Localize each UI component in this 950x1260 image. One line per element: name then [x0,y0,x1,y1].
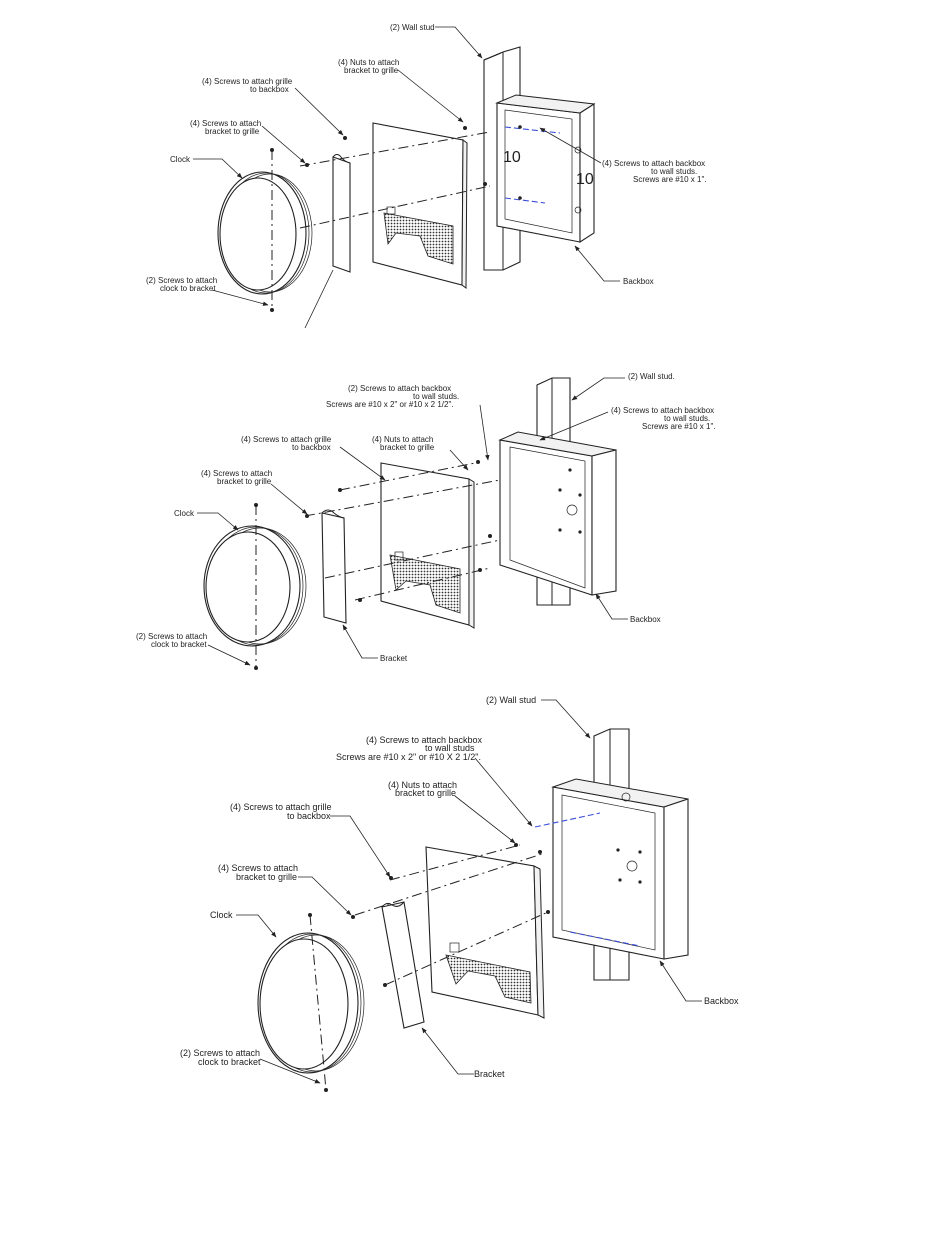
bracket-3 [381,901,425,1029]
label-backbox-2: Backbox [630,615,661,624]
backbox-marking-right: 10 [576,171,594,188]
label-screws-grille-3a: (4) Screws to attach grille [230,802,332,812]
label-screws-bracket-2b: bracket to grille [217,477,272,486]
label-bracket-3: Bracket [474,1069,505,1079]
label-screws-studs4-2c: Screws are #10 x 1". [642,422,716,431]
label-screws-studs-1c: Screws are #10 x 1". [633,175,707,184]
label-nuts-1a: (4) Nuts to attach [338,58,399,67]
label-screws-grille-1a: (4) Screws to attach grille [202,77,293,86]
label-screws-studs2-2a: (2) Screws to attach backbox [348,384,451,393]
label-screws-clock-3a: (2) Screws to attach [180,1048,260,1058]
label-nuts-3b: bracket to grille [395,788,456,798]
label-screws-studs2-2b: to wall studs. [413,392,459,401]
label-clock-3: Clock [210,910,233,920]
label-screws-bracket-3b: bracket to grille [236,872,297,882]
label-screws-studs2-2c: Screws are #10 x 2" or #10 x 2 1/2". [326,400,454,409]
label-clock-1: Clock [170,155,191,164]
grille-plate-3 [425,846,545,1019]
bracket-2 [321,509,347,624]
label-screws-bracket-1a: (4) Screws to attach [190,119,261,128]
label-screws-studs-3a: (4) Screws to attach backbox [366,735,483,745]
label-nuts-1b: bracket to grille [344,66,399,75]
label-nuts-3a: (4) Nuts to attach [388,780,457,790]
label-wall-stud-3: (2) Wall stud [486,695,536,705]
label-screws-clock-3b: clock to bracket [198,1057,261,1067]
label-wall-stud-2: (2) Wall stud. [628,372,675,381]
bracket-1 [332,154,351,273]
label-screws-clock-2b: clock to bracket [151,640,207,649]
clock-2 [203,525,307,647]
label-screws-studs-3c: Screws are #10 x 2" or #10 X 2 1/2". [336,752,481,762]
label-screws-studs-1b: to wall studs. [651,167,697,176]
grille-plate-2 [380,462,475,629]
label-screws-bracket-3a: (4) Screws to attach [218,863,298,873]
label-nuts-2b: bracket to grille [380,443,435,452]
backbox-2 [498,431,617,596]
label-screws-grille-2b: to backbox [292,443,331,452]
label-backbox-1: Backbox [623,277,654,286]
label-screws-studs4-2b: to wall studs. [664,414,710,423]
backbox-3 [534,778,689,960]
grille-plate-1 [372,122,468,289]
diagram-2: (2) Screws to attach backbox to wall stu… [136,372,716,670]
label-backbox-3: Backbox [704,996,739,1006]
backbox-marking-left: 10 [503,149,521,166]
label-screws-studs4-2a: (4) Screws to attach backbox [611,406,714,415]
label-nuts-2a: (4) Nuts to attach [372,435,433,444]
clock-1 [217,171,313,295]
label-screws-grille-1b: to backbox [250,85,289,94]
diagram-1: 10 10 [146,23,707,329]
label-screws-clock-1b: clock to bracket [160,284,216,293]
label-screws-clock-2a: (2) Screws to attach [136,632,207,641]
label-screws-studs-3b: to wall studs [425,743,475,753]
label-screws-bracket-2a: (4) Screws to attach [201,469,272,478]
label-screws-clock-1a: (2) Screws to attach [146,276,217,285]
label-screws-grille-2a: (4) Screws to attach grille [241,435,332,444]
label-bracket-2: Bracket [380,654,408,663]
label-clock-2: Clock [174,509,195,518]
label-screws-grille-3b: to backbox [287,811,331,821]
label-screws-bracket-1b: bracket to grille [205,127,260,136]
label-screws-studs-1a: (4) Screws to attach backbox [602,159,705,168]
diagram-3: (2) Wall stud (4) Screws to attach backb… [180,695,739,1092]
label-wall-stud-1: (2) Wall stud [390,23,435,32]
backbox-1: 10 10 [495,94,596,244]
clock-3 [257,932,365,1074]
